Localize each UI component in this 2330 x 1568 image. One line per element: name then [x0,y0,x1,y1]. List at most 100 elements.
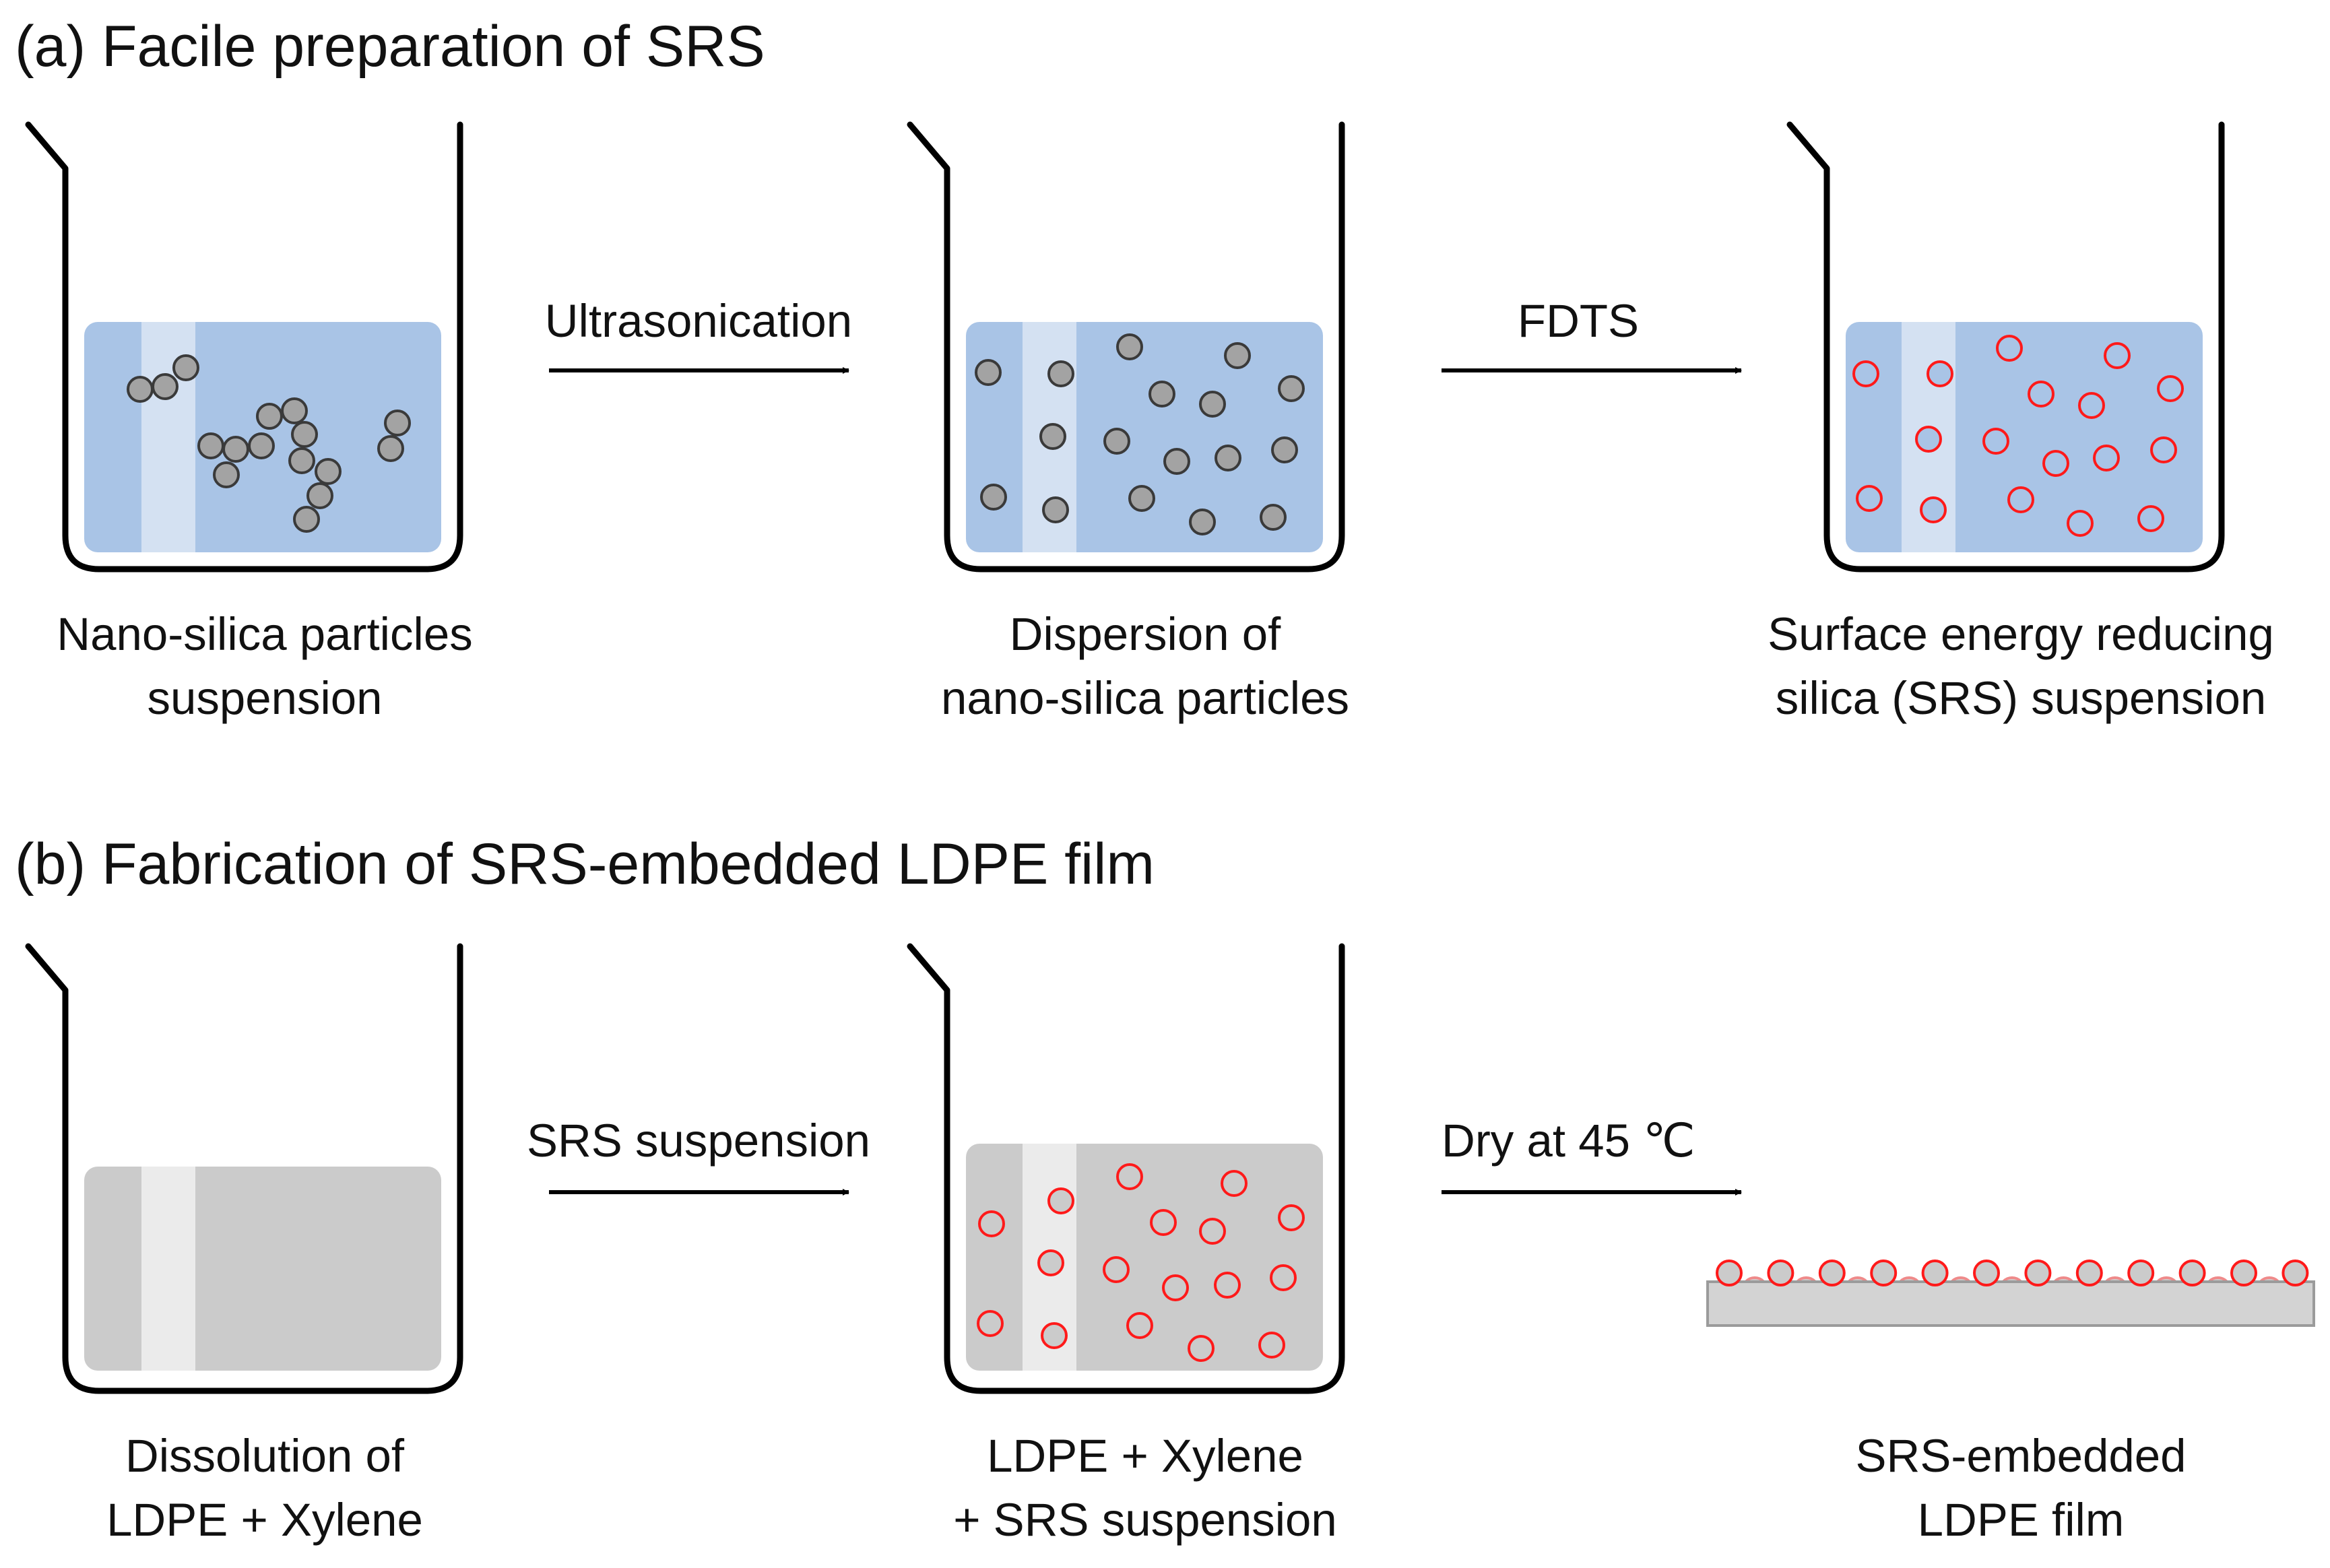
beaker-nano-silica-suspension [25,121,463,573]
silica-particles-clustered [127,354,411,533]
srs-particles [1852,335,2184,537]
section-b-title: (b) Fabrication of SRS-embedded LDPE fil… [15,832,1155,896]
srs-particle [1221,1170,1248,1197]
caption-line: LDPE film [1918,1494,2125,1546]
silica-particle [1199,391,1226,418]
silica-particle [291,421,318,448]
srs-particle [1818,1260,1846,1286]
caption-line: Dissolution of [125,1430,405,1482]
silica-particle [248,432,275,459]
silica-particle [1271,436,1298,463]
srs-particle [1982,428,2009,455]
srs-particle [2127,1260,2155,1286]
srs-particle [978,1210,1005,1237]
silica-particle [1278,375,1305,402]
silica-particle [1042,496,1069,523]
srs-particle [2178,1260,2206,1286]
srs-particle [1199,1218,1226,1245]
srs-particle [2282,1260,2309,1286]
liquid-highlight [141,1167,195,1371]
srs-particles [977,1163,1305,1362]
step-label-fdts: FDTS [1518,295,1639,347]
silica-particle [384,410,411,436]
silica-particle [1215,445,1241,471]
step-label-dry: Dry at 45 ℃ [1442,1115,1695,1167]
srs-particle [1214,1272,1241,1299]
srs-particle [977,1310,1004,1337]
silica-particle [975,359,1002,386]
silica-particle [1103,428,1130,455]
silica-particle [222,436,249,463]
section-a-title: (a) Facile preparation of SRS [15,14,765,79]
srs-particle [2137,505,2164,532]
srs-particle [1973,1260,2000,1286]
silica-particle [152,373,179,400]
beaker-ldpe-xylene [25,943,463,1394]
srs-particle [1278,1204,1305,1231]
silica-particle [293,506,320,533]
srs-particle [1870,1260,1898,1286]
silica-particle [315,458,342,485]
silica-particle [1116,333,1143,360]
srs-particle [1037,1249,1064,1276]
srs-particle [1116,1163,1143,1190]
caption-line: suspension [147,672,382,724]
beaker-outline [1786,121,2225,573]
srs-particle [2093,445,2120,471]
silica-particle [377,435,404,462]
srs-particle [2024,1260,2052,1286]
silica-particle [980,484,1007,511]
silica-particle [1148,381,1175,407]
srs-particle [1921,1260,1949,1286]
silica-particle [1189,509,1216,535]
silica-particle [256,403,283,430]
silica-particles-dispersed [975,333,1305,535]
beaker-outline [907,943,1345,1394]
srs-particle [1716,1260,1743,1286]
srs-particle [2157,375,2184,402]
silica-particle [197,432,224,459]
beaker-outline [25,943,463,1394]
srs-particle [2075,1260,2103,1286]
silica-particle [1039,423,1066,450]
srs-particle [1188,1335,1215,1362]
srs-particle [1915,426,1942,453]
caption-line: LDPE + Xylene [106,1494,423,1546]
srs-particle [1927,360,1953,387]
srs-particle [1162,1274,1189,1301]
silica-particle [172,354,199,381]
srs-particle [1996,335,2023,362]
caption-line: silica (SRS) suspension [1776,672,2267,724]
beaker-srs-suspension [1786,121,2225,573]
srs-particle [1103,1256,1130,1283]
silica-particle [288,447,315,474]
srs-particle [2078,392,2105,419]
film-layer [1706,1280,2315,1327]
srs-particle [1041,1322,1068,1349]
beaker-outline [25,121,463,573]
liquid [84,1167,441,1371]
caption-line: Surface energy reducing [1768,608,2274,660]
silica-particle [1224,342,1251,369]
srs-particle [2007,486,2034,513]
srs-particle [2104,342,2131,369]
silica-particle [1128,485,1155,512]
caption-line: SRS-embedded [1856,1430,2187,1482]
srs-particle [1920,496,1947,523]
step-label-ultrasonication: Ultrasonication [545,295,852,347]
silica-particle [1047,360,1074,387]
caption-line: Dispersion of [1010,608,1282,660]
caption-line: LDPE + Xylene [987,1430,1303,1482]
srs-particle [2028,381,2054,407]
step-label-srs-suspension: SRS suspension [527,1115,870,1167]
srs-particle [2067,510,2094,537]
silica-particle [127,376,154,403]
srs-particle [1270,1264,1297,1291]
beaker-outline [907,121,1345,573]
silica-particle [1260,504,1287,531]
caption-line: + SRS suspension [953,1494,1337,1546]
silica-particle [281,397,308,424]
srs-particle [2230,1260,2257,1286]
srs-particle [1126,1312,1153,1339]
beaker-ldpe-xylene-srs [907,943,1345,1394]
